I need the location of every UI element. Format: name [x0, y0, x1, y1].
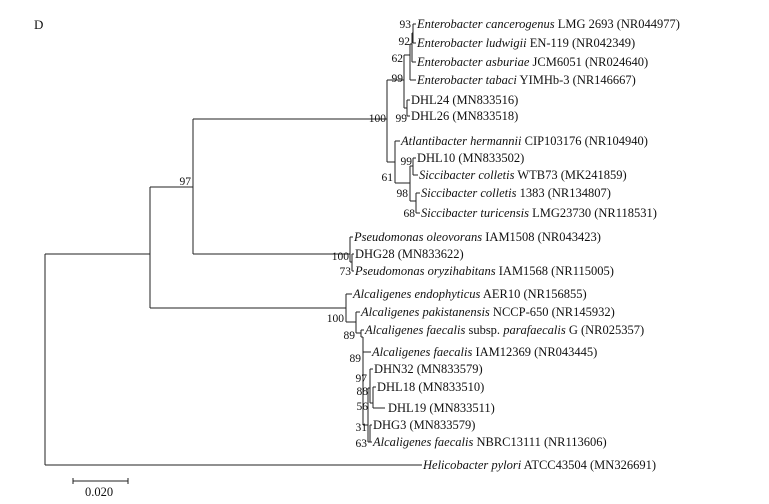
- taxon-label: Siccibacter colletis WTB73 (MK241859): [419, 168, 627, 182]
- bootstrap-value: 100: [369, 113, 387, 125]
- bootstrap-value: 99: [401, 156, 413, 168]
- taxon-label: Enterobacter ludwigii EN-119 (NR042349): [416, 36, 635, 50]
- panel-label: D: [34, 17, 43, 32]
- taxon-label: DHL10 (MN833502): [417, 151, 524, 165]
- bootstrap-value: 99: [392, 73, 404, 85]
- taxon-label: DHG3 (MN833579): [373, 418, 475, 432]
- taxon-label: Siccibacter colletis 1383 (NR134807): [421, 186, 611, 200]
- bootstrap-value: 98: [397, 188, 409, 200]
- taxon-label: Enterobacter asburiae JCM6051 (NR024640): [416, 55, 648, 69]
- bootstrap-value: 68: [404, 208, 416, 220]
- scale-bar: 0.020: [72, 478, 129, 499]
- taxon-label: Alcaligenes pakistanensis NCCP-650 (NR14…: [360, 305, 615, 319]
- taxon-label: Pseudomonas oleovorans IAM1508 (NR043423…: [353, 230, 601, 244]
- bootstrap-value: 63: [356, 438, 368, 450]
- taxon-label: Alcaligenes endophyticus AER10 (NR156855…: [352, 287, 587, 301]
- taxon-label: Alcaligenes faecalis NBRC13111 (NR113606…: [372, 435, 607, 449]
- bootstrap-value: 97: [356, 373, 368, 385]
- taxon-label: DHL24 (MN833516): [411, 93, 518, 107]
- bootstrap-value: 93: [400, 19, 412, 31]
- scale-bar-label: 0.020: [85, 485, 113, 499]
- taxon-label: DHL26 (MN833518): [411, 109, 518, 123]
- bootstrap-value: 56: [357, 401, 369, 413]
- bootstrap-value: 89: [344, 330, 356, 342]
- taxon-label: DHG28 (MN833622): [355, 247, 464, 261]
- bootstrap-values: 93 92 62 99 99 100 99 61 98 68 97 100 73…: [180, 19, 416, 450]
- tree-branches: [44, 23, 422, 466]
- bootstrap-value: 97: [180, 176, 192, 188]
- taxon-label: Enterobacter cancerogenus LMG 2693 (NR04…: [416, 17, 680, 31]
- bootstrap-value: 31: [356, 422, 368, 434]
- taxon-label: DHL18 (MN833510): [377, 380, 484, 394]
- bootstrap-value: 99: [396, 113, 408, 125]
- taxon-label: Alcaligenes faecalis IAM12369 (NR043445): [371, 345, 597, 359]
- bootstrap-value: 88: [357, 386, 369, 398]
- taxon-label: Atlantibacter hermannii CIP103176 (NR104…: [400, 134, 648, 148]
- bootstrap-value: 100: [332, 251, 350, 263]
- bootstrap-value: 61: [382, 172, 394, 184]
- taxon-label: DHL19 (MN833511): [388, 401, 495, 415]
- taxon-labels: Enterobacter cancerogenus LMG 2693 (NR04…: [352, 17, 680, 472]
- bootstrap-value: 100: [327, 313, 345, 325]
- taxon-label: Siccibacter turicensis LMG23730 (NR11853…: [421, 206, 657, 220]
- bootstrap-value: 92: [399, 36, 411, 48]
- bootstrap-value: 89: [350, 353, 362, 365]
- taxon-label: Helicobacter pylori ATCC43504 (MN326691): [422, 458, 656, 472]
- taxon-label: Pseudomonas oryzihabitans IAM1568 (NR115…: [354, 264, 614, 278]
- taxon-label: DHN32 (MN833579): [374, 362, 483, 376]
- bootstrap-value: 62: [392, 53, 404, 65]
- bootstrap-value: 73: [340, 266, 352, 278]
- taxon-label: Enterobacter tabaci YIMHb-3 (NR146667): [416, 73, 636, 87]
- taxon-label: Alcaligenes faecalis subsp. parafaecalis…: [364, 323, 644, 337]
